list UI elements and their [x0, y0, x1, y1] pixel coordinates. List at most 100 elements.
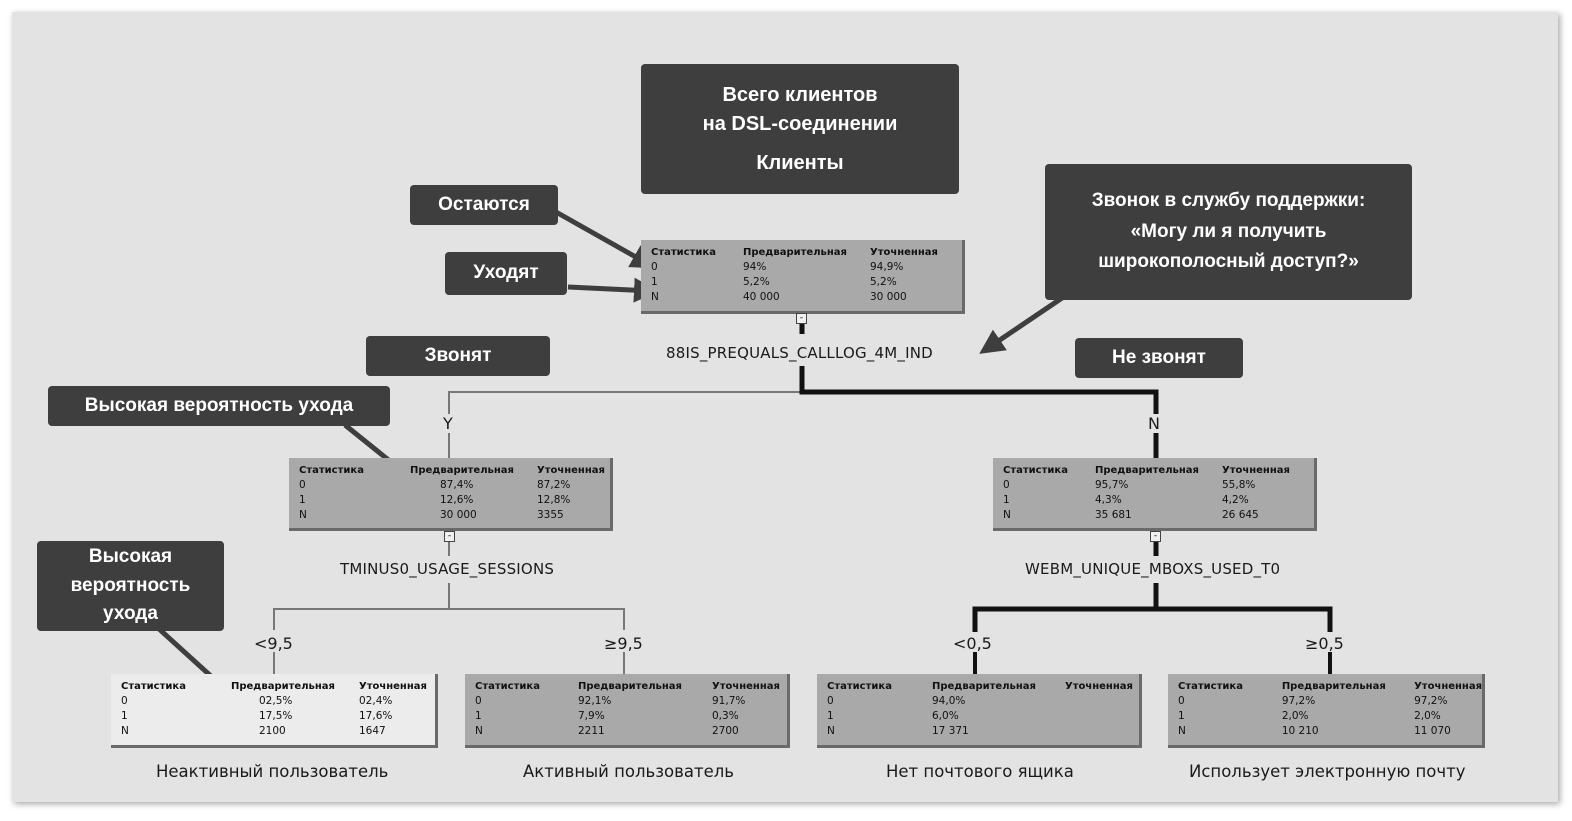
stat-cell: N: [827, 725, 835, 737]
callout-will-call: Звонят: [366, 336, 550, 376]
value-cell: 94%: [743, 261, 767, 273]
node-row: 0 94% 94,9%: [641, 260, 962, 275]
collapse-toggle-left[interactable]: -: [444, 531, 455, 542]
value-cell: [1055, 709, 1139, 724]
callout-total-line-2: на DSL-соединении: [702, 112, 898, 135]
tree-node-leaf-no-mailbox: Статистика Предварительная Уточненная 0 …: [817, 674, 1142, 748]
stat-cell: N: [299, 509, 307, 521]
node-row: 1 4,3% 4,2%: [993, 493, 1314, 508]
callout-will-call-text: Звонят: [424, 344, 492, 366]
node-header-row: Статистика Предварительная Уточненная: [993, 463, 1314, 478]
node-table: Статистика Предварительная Уточненная 0 …: [289, 463, 610, 523]
header-cell: Статистика: [475, 681, 540, 692]
value-cell: 2211: [578, 725, 605, 737]
node-table: Статистика Предварительная Уточненная 0 …: [465, 679, 787, 739]
node-row: 0 92,1% 91,7%: [465, 694, 787, 709]
node-header-row: Статистика Предварительная Уточненная: [289, 463, 610, 478]
split-var-root: 88IS_PREQUALS_CALLLOG_4M_IND: [666, 344, 933, 362]
header-cell: Статистика: [1178, 681, 1243, 692]
stat-cell: 0: [299, 479, 306, 491]
value-cell: 91,7%: [712, 695, 746, 707]
callout-total-line-1: Всего клиентов: [722, 83, 878, 106]
node-table: Статистика Предварительная Уточненная 0 …: [111, 679, 435, 739]
collapse-toggle-root[interactable]: -: [796, 313, 807, 324]
value-cell: [1055, 694, 1139, 709]
callout-high-churn-2-line-2: вероятность: [70, 574, 191, 596]
arrow-call: [979, 295, 1064, 354]
callout-high-churn-2: Высокая вероятность ухода: [37, 541, 224, 631]
value-cell: 30 000: [870, 291, 907, 303]
node-row: 0 95,7% 55,8%: [993, 478, 1314, 493]
header-cell: Уточненная: [1065, 681, 1133, 692]
stat-cell: 0: [1178, 695, 1185, 707]
node-row: N 30 000 3355: [289, 508, 610, 523]
node-row: 0 87,4% 87,2%: [289, 478, 610, 493]
stat-cell: 1: [475, 710, 482, 722]
header-cell: Статистика: [1003, 465, 1068, 476]
tree-node-root: Статистика Предварительная Уточненная 0 …: [641, 240, 965, 314]
callout-high-churn: Высокая вероятность ухода: [48, 386, 390, 426]
value-cell: 12,6%: [440, 494, 474, 506]
edge-root-left: [448, 366, 803, 458]
header-cell: Статистика: [651, 247, 716, 258]
header-cell: Статистика: [827, 681, 892, 692]
value-cell: 92,1%: [578, 695, 612, 707]
node-row: 1 5,2% 5,2%: [641, 275, 962, 290]
node-row: 1 2,0% 2,0%: [1168, 709, 1482, 724]
node-table: Статистика Предварительная Уточненная 0 …: [1168, 679, 1482, 739]
callout-total-customers: Всего клиентов на DSL-соединении Клиенты: [641, 64, 959, 194]
node-table: Статистика Предварительная Уточненная 0 …: [817, 679, 1139, 739]
callout-call-line-2: «Могу ли я получить: [1130, 220, 1327, 242]
stat-cell: 1: [1003, 494, 1010, 506]
header-cell: Уточненная: [537, 465, 605, 476]
tree-node-leaf-uses-email: Статистика Предварительная Уточненная 0 …: [1168, 674, 1485, 748]
edge-root-right: [799, 366, 1159, 458]
caption-uses-email: Использует электронную почту: [1189, 762, 1466, 781]
branch-label-yes: Y: [442, 414, 454, 433]
value-cell: 55,8%: [1222, 479, 1256, 491]
node-row: N 35 681 26 645: [993, 508, 1314, 523]
header-cell: Предварительная: [231, 681, 335, 692]
branch-label-no: N: [1147, 414, 1161, 433]
value-cell: 7,9%: [578, 710, 605, 722]
header-cell: Предварительная: [410, 465, 514, 476]
stat-cell: N: [475, 725, 483, 737]
value-cell: 17,5%: [259, 710, 293, 722]
collapse-toggle-right[interactable]: -: [1150, 531, 1161, 542]
header-cell: Уточненная: [1414, 681, 1482, 692]
node-row: 1 7,9% 0,3%: [465, 709, 787, 724]
callout-wont-call-text: Не звонят: [1112, 346, 1206, 368]
callout-leave-text: Уходят: [473, 262, 539, 284]
header-cell: Предварительная: [743, 247, 847, 258]
node-header-row: Статистика Предварительная Уточненная: [465, 679, 787, 694]
condition-ll: <9,5: [254, 634, 293, 653]
stat-cell: 1: [299, 494, 306, 506]
value-cell: 95,7%: [1095, 479, 1129, 491]
stat-cell: N: [651, 291, 659, 303]
value-cell: 02,4%: [359, 695, 393, 707]
node-row: N 40 000 30 000: [641, 290, 962, 305]
value-cell: 26 645: [1222, 509, 1259, 521]
value-cell: 2,0%: [1281, 710, 1309, 722]
callout-support-call: Звонок в службу поддержки: «Могу ли я по…: [1045, 164, 1412, 300]
value-cell: 30 000: [440, 509, 477, 521]
value-cell: 35 681: [1095, 509, 1132, 521]
value-cell: 5,2%: [870, 276, 897, 288]
value-cell: 2100: [259, 725, 286, 737]
stat-cell: N: [121, 725, 129, 737]
value-cell: 5,2%: [743, 276, 770, 288]
value-cell: 2700: [712, 725, 739, 737]
callout-stay: Остаются: [410, 185, 558, 225]
value-cell: 87,4%: [440, 479, 474, 491]
caption-inactive-user: Неактивный пользователь: [156, 762, 389, 781]
node-header-row: Статистика Предварительная Уточненная: [1168, 679, 1482, 694]
value-cell: 02,5%: [259, 695, 293, 707]
node-row: 1 17,5% 17,6%: [111, 709, 435, 724]
tree-node-right: Статистика Предварительная Уточненная 0 …: [993, 458, 1317, 531]
callout-call-line-3: широкополосный доступ?»: [1098, 251, 1359, 273]
tree-node-left: Статистика Предварительная Уточненная 0 …: [289, 458, 613, 531]
value-cell: 94,9%: [870, 261, 904, 273]
stat-cell: 1: [1178, 710, 1185, 722]
node-row: N 17 371: [817, 724, 1139, 739]
